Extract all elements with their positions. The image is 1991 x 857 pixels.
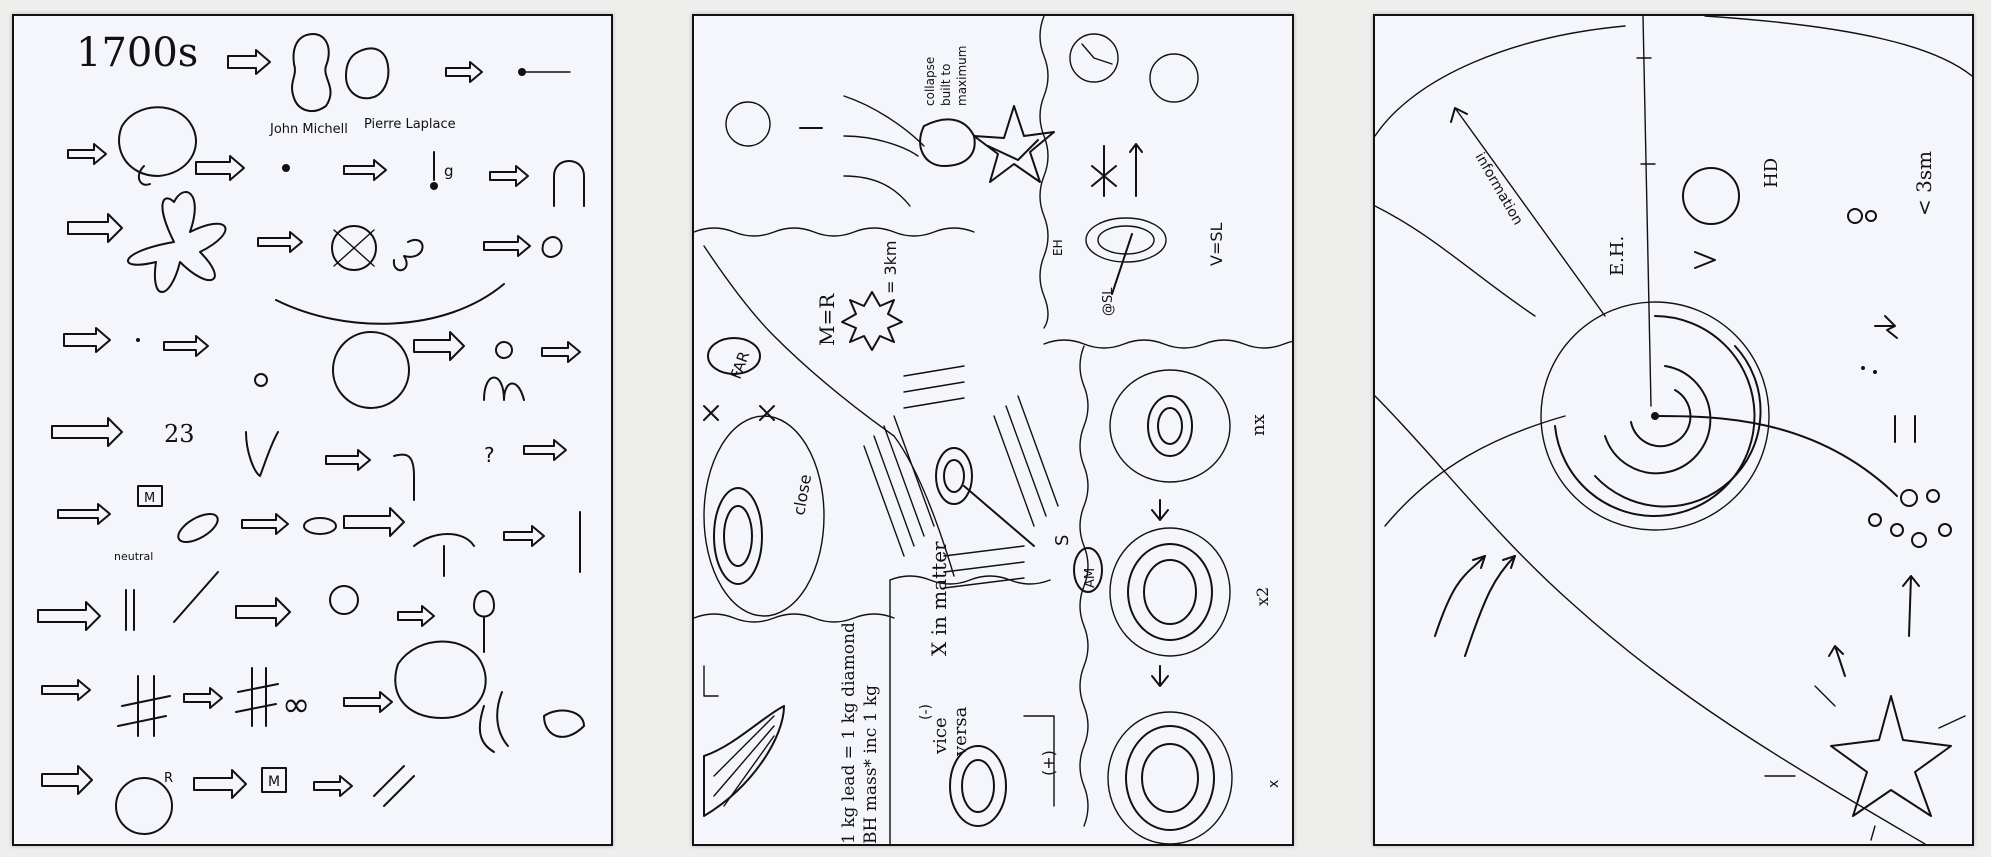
arrow-right-icon — [41, 679, 91, 701]
svg-text:vice: vice — [930, 717, 951, 755]
svg-text:maximum: maximum — [955, 46, 969, 106]
doodle-sun — [331, 225, 377, 271]
svg-text:X in matter: X in matter — [927, 541, 951, 656]
sketch-panel-collapse: collapse built to maximum EH @SL V=SL M=… — [692, 14, 1294, 846]
svg-text:R: R — [164, 771, 173, 786]
doodle-moon — [332, 331, 410, 409]
svg-text:S: S — [1052, 535, 1073, 546]
arrow-right-icon — [227, 49, 271, 75]
svg-text:versa: versa — [950, 706, 971, 757]
arrow-right-icon — [51, 417, 123, 447]
heading-1700s: 1700s — [76, 30, 198, 76]
arrow-right-icon — [67, 143, 107, 165]
sketch-panel-history: 1700s John Michell Pierre Laplace g — [12, 14, 613, 846]
svg-text:AM: AM — [1083, 568, 1098, 588]
arrow-right-icon — [37, 601, 101, 631]
arrow-right-icon — [503, 525, 545, 547]
svg-text:FAR: FAR — [727, 349, 753, 381]
svg-text:HD: HD — [1761, 158, 1782, 188]
arrow-right-icon — [183, 687, 223, 709]
name-michell: John Michell — [269, 122, 348, 137]
arrow-right-icon — [413, 331, 465, 361]
arrow-right-icon — [235, 597, 291, 627]
arrow-right-icon — [489, 165, 529, 187]
arrow-right-icon — [541, 341, 581, 363]
svg-text:g: g — [444, 162, 454, 180]
doodle-creature — [118, 106, 197, 177]
clock-icon — [1682, 167, 1740, 225]
svg-text:(-): (-) — [918, 704, 934, 720]
svg-text:close: close — [789, 473, 815, 517]
svg-text:neutral: neutral — [114, 550, 153, 563]
arrow-right-icon — [241, 513, 289, 535]
far-bubble — [707, 337, 761, 375]
arrow-right-icon — [313, 775, 353, 797]
event-horizon-ring — [1540, 301, 1770, 531]
am-bubble — [1073, 547, 1103, 593]
mass-box — [261, 767, 287, 793]
infinity-glyph: ∞ — [282, 685, 310, 725]
history-sketch: 1700s John Michell Pierre Laplace g — [37, 30, 585, 835]
arrow-right-icon — [483, 235, 531, 257]
hash-glyph — [117, 675, 171, 737]
arrow-right-icon — [397, 605, 435, 627]
doodle-circle — [115, 777, 173, 835]
sketch-panel-event-horizon: E.H. information HD < 3sm — [1373, 14, 1974, 846]
arrow-right-icon — [193, 769, 247, 799]
arrow-right-icon — [343, 159, 387, 181]
event-horizon-sketch: E.H. information HD < 3sm — [1375, 16, 1972, 844]
collapse-sketch: collapse built to maximum EH @SL V=SL M=… — [694, 16, 1292, 844]
svg-text:built to: built to — [939, 64, 953, 106]
svg-text:23: 23 — [164, 420, 195, 448]
arrow-right-icon — [163, 335, 209, 357]
star-icon — [1830, 695, 1952, 817]
lead-note-1: 1 kg lead = 1 kg diamond — [839, 622, 859, 844]
star-icon-small — [1874, 315, 1898, 339]
svg-text:@SL: @SL — [1101, 287, 1116, 316]
arrow-right-icon — [343, 507, 405, 537]
svg-text:EH: EH — [1051, 239, 1065, 256]
arrow-right-icon — [343, 691, 393, 713]
hash-glyph — [235, 667, 279, 727]
information-label: information — [1472, 150, 1526, 228]
svg-text:nx: nx — [1248, 414, 1269, 436]
arrow-right-icon — [257, 231, 303, 253]
svg-text:M=R: M=R — [815, 293, 839, 346]
doodle-flower — [126, 191, 227, 293]
arrow-right-icon — [523, 439, 567, 461]
svg-text:(+): (+) — [1039, 750, 1058, 776]
line-of-sight — [1642, 16, 1652, 407]
sun-icon — [841, 291, 903, 351]
svg-text:V=SL: V=SL — [1207, 222, 1226, 266]
doodle-creature — [394, 640, 487, 719]
svg-text:E.H.: E.H. — [1607, 236, 1628, 276]
arrow-right-icon — [41, 765, 93, 795]
svg-text:collapse: collapse — [923, 57, 937, 106]
star-icon — [973, 105, 1055, 183]
clock-doodle — [1069, 33, 1119, 83]
svg-text:< 3sm: < 3sm — [1912, 151, 1936, 216]
lead-note-2: BH mass* inc 1 kg — [861, 685, 881, 844]
name-laplace: Pierre Laplace — [364, 117, 456, 132]
portrait-michell — [291, 33, 332, 113]
arrow-right-icon — [325, 449, 371, 471]
arrow-right-icon — [195, 155, 245, 181]
svg-text:?: ? — [484, 443, 495, 467]
svg-text:x: x — [1266, 780, 1282, 788]
portrait-laplace — [345, 47, 390, 100]
arrow-right-icon — [445, 61, 483, 83]
svg-text:M: M — [268, 774, 280, 790]
arrow-right-icon — [63, 327, 111, 353]
svg-text:= 3km: = 3km — [881, 240, 900, 294]
arrow-right-icon — [67, 213, 123, 243]
arrow-right-icon — [57, 503, 111, 525]
svg-text:x2: x2 — [1253, 587, 1272, 606]
svg-text:M: M — [144, 491, 155, 506]
mass-box — [137, 485, 163, 507]
